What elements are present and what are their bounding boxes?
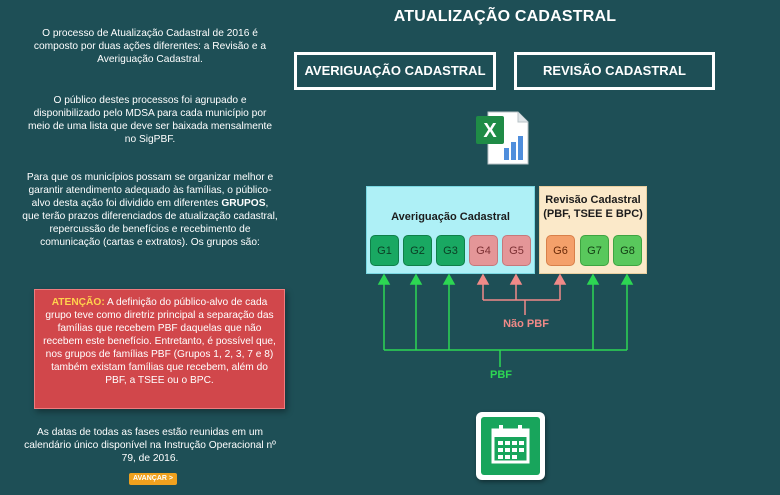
revisao-panel-title: Revisão Cadastral [545, 194, 641, 206]
pbf-label: PBF [490, 369, 512, 381]
calendar-paragraph: As datas de todas as fases estão reunida… [24, 427, 276, 464]
group-g4[interactable]: G4 [469, 235, 498, 266]
group-g1[interactable]: G1 [370, 235, 399, 266]
group-g7[interactable]: G7 [580, 235, 609, 266]
pbf-connectors [377, 273, 634, 367]
groups-paragraph-start: Para que os municípios possam se organiz… [26, 172, 274, 209]
attention-label: ATENÇÃO: [51, 297, 105, 308]
revisao-panel-subtitle: (PBF, TSEE E BPC) [543, 208, 643, 220]
next-button[interactable]: AVANÇAR > [129, 473, 177, 485]
group-g8[interactable]: G8 [613, 235, 642, 266]
attention-box: ATENÇÃO: A definição do público-alvo de … [34, 289, 285, 409]
revisao-button[interactable]: REVISÃO CADASTRAL [514, 52, 715, 90]
attention-text: A definição do público-alvo de cada grup… [43, 297, 276, 386]
groups-keyword: GRUPOS [221, 198, 266, 209]
intro-paragraph: O processo de Atualização Cadastral de 2… [33, 28, 267, 65]
groups-paragraph: Para que os municípios possam se organiz… [22, 171, 278, 249]
nao-pbf-label: Não PBF [503, 318, 549, 330]
page-title: ATUALIZAÇÃO CADASTRAL [393, 8, 617, 25]
groups-paragraph-end: , que terão prazos diferenciados de atua… [22, 198, 278, 248]
averiguacao-button[interactable]: AVERIGUAÇÃO CADASTRAL [294, 52, 496, 90]
averiguacao-panel-title: Averiguação Cadastral [391, 211, 510, 223]
group-g3[interactable]: G3 [436, 235, 465, 266]
calendar-icon[interactable] [476, 412, 545, 480]
group-g6[interactable]: G6 [546, 235, 575, 266]
group-g2[interactable]: G2 [403, 235, 432, 266]
svg-text:X: X [483, 120, 497, 142]
excel-icon[interactable]: X [474, 108, 532, 168]
public-paragraph: O público destes processos foi agrupado … [27, 95, 273, 145]
group-g5[interactable]: G5 [502, 235, 531, 266]
left-column: O processo de Atualização Cadastral de 2… [0, 0, 298, 495]
nao-pbf-connectors [476, 273, 567, 315]
